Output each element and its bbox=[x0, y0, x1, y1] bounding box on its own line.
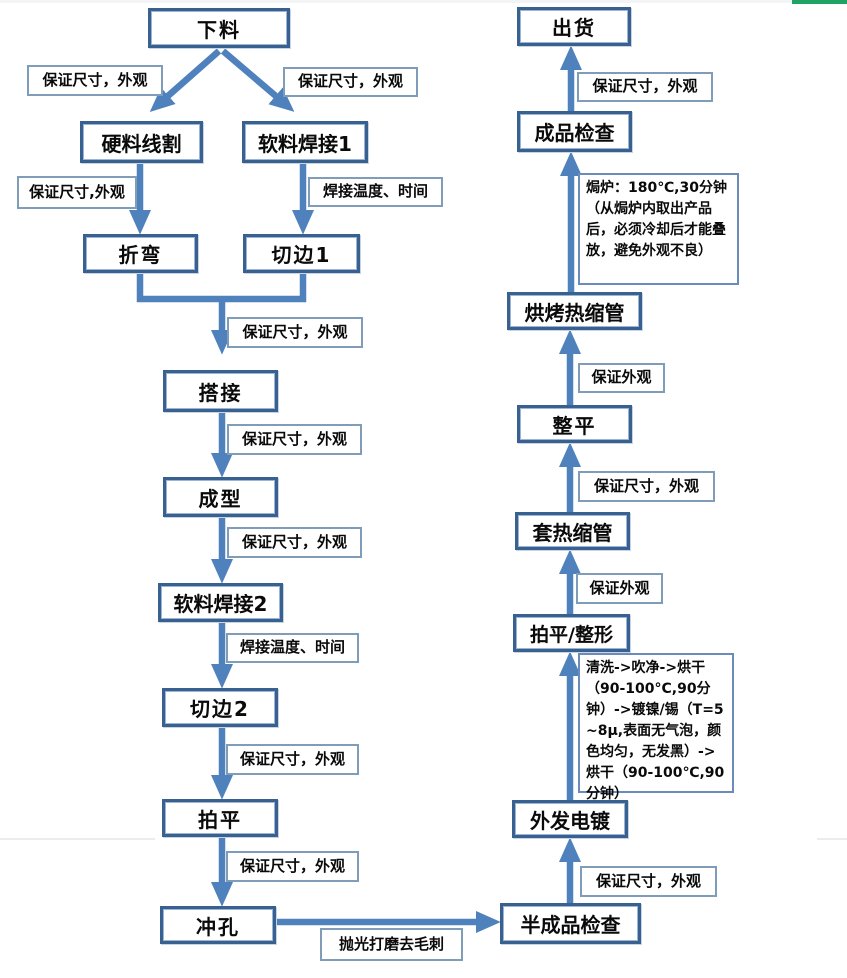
process-box-trimming-2: 切边2 bbox=[162, 688, 278, 727]
edge-label-forming-to-weld2: 保证尺寸，外观 bbox=[227, 527, 362, 558]
process-box-punching: 冲孔 bbox=[160, 906, 276, 944]
note-bake-oven: 焗炉：180℃,30分钟（从焗炉内取出产品后，必须冷却后才能叠放，避免外观不良） bbox=[578, 173, 739, 285]
edge-label-inspection-to-shipment: 保证尺寸，外观 bbox=[577, 72, 713, 102]
top-green-strip bbox=[792, 0, 847, 4]
process-box-blanking: 下料 bbox=[148, 8, 290, 48]
note-plating-process: 清洗->吹净->烘干（90-100°C,90分钟）->镀镍/锡（T=5~8μ,表… bbox=[578, 653, 734, 802]
process-box-leveling: 整平 bbox=[517, 405, 632, 443]
edge-label-reshape-to-sleeve: 保证外观 bbox=[576, 573, 663, 604]
process-box-soft-welding-1: 软料焊接1 bbox=[242, 121, 368, 163]
edge-label-punch-to-semi: 抛光打磨去毛刺 bbox=[320, 928, 463, 961]
process-box-trimming-1: 切边1 bbox=[243, 234, 360, 273]
arrow-blanking-to-hard bbox=[149, 48, 222, 113]
process-box-flatten-reshape: 拍平/整形 bbox=[513, 614, 630, 652]
top-gray-strip bbox=[0, 0, 792, 3]
edge-label-leveling-to-bake: 保证外观 bbox=[578, 363, 665, 393]
edge-label-blanking-to-hard: 保证尺寸，外观 bbox=[27, 65, 163, 96]
process-box-hard-wire-cutting: 硬料线割 bbox=[80, 121, 203, 163]
edge-label-sleeve-to-leveling: 保证尺寸，外观 bbox=[578, 471, 715, 502]
edge-label-lap-to-forming: 保证尺寸，外观 bbox=[227, 424, 362, 455]
process-box-bake-heat-shrink-tube: 烘烤热缩管 bbox=[507, 292, 642, 330]
edge-label-semi-to-plating: 保证尺寸，外观 bbox=[580, 866, 717, 897]
process-box-flattening: 拍平 bbox=[162, 799, 278, 837]
process-box-soft-welding-2: 软料焊接2 bbox=[158, 583, 283, 622]
process-box-sleeve-heat-shrink-tube: 套热缩管 bbox=[515, 512, 630, 550]
process-box-outsourced-plating: 外发电镀 bbox=[512, 800, 628, 838]
edge-label-soft1-to-trim1: 焊接温度、时间 bbox=[308, 177, 443, 207]
edge-label-weld2-to-trim2: 焊接温度、时间 bbox=[226, 633, 359, 663]
process-box-forming: 成型 bbox=[163, 477, 278, 517]
edge-label-flatten-to-punch: 保证尺寸，外观 bbox=[226, 851, 359, 882]
process-box-lap-joint: 搭接 bbox=[163, 370, 278, 412]
arrow-blanking-to-soft bbox=[220, 48, 295, 112]
edge-label-trim2-to-flatten: 保证尺寸，外观 bbox=[226, 744, 359, 775]
merge-connector bbox=[136, 273, 307, 303]
faint-divider-left bbox=[0, 838, 155, 840]
edge-label-blanking-to-soft: 保证尺寸，外观 bbox=[283, 67, 418, 97]
edge-label-merge-to-lap: 保证尺寸，外观 bbox=[227, 317, 363, 348]
process-box-bending: 折弯 bbox=[83, 234, 198, 273]
faint-divider-right bbox=[817, 838, 847, 840]
process-box-shipment: 出货 bbox=[517, 7, 631, 46]
process-box-finished-inspection: 成品检查 bbox=[517, 111, 632, 152]
process-box-semi-finished-inspection: 半成品检查 bbox=[500, 903, 641, 944]
edge-label-hard-to-bending: 保证尺寸,外观 bbox=[17, 176, 137, 209]
